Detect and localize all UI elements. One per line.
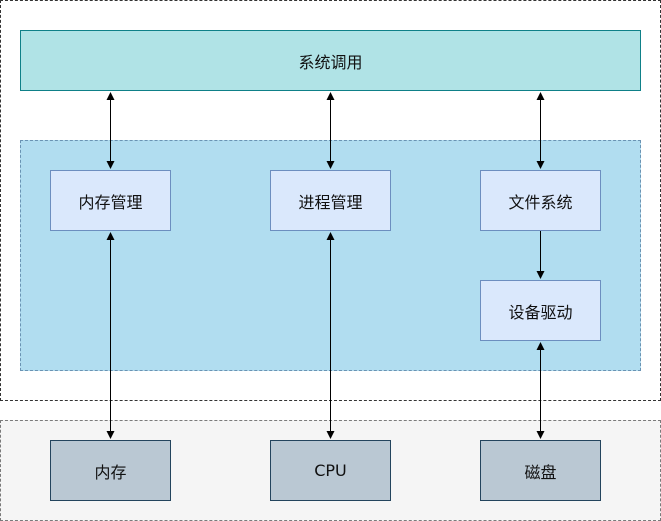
device-driver-node: 设备驱动 <box>480 280 601 341</box>
cpu-hardware-node: CPU <box>270 440 391 501</box>
memory-management-node: 内存管理 <box>50 170 171 231</box>
syscall-node: 系统调用 <box>20 30 641 91</box>
file-system-node: 文件系统 <box>480 170 601 231</box>
cpu-hardware-label: CPU <box>314 461 347 480</box>
syscall-label: 系统调用 <box>298 52 363 72</box>
memory-hardware-node: 内存 <box>50 440 171 501</box>
process-management-node: 进程管理 <box>270 170 391 231</box>
disk-hardware-label: 磁盘 <box>524 462 557 482</box>
device-driver-label: 设备驱动 <box>508 302 573 322</box>
file-system-label: 文件系统 <box>508 192 573 212</box>
memory-management-label: 内存管理 <box>78 192 143 212</box>
disk-hardware-node: 磁盘 <box>480 440 601 501</box>
process-management-label: 进程管理 <box>298 192 363 212</box>
memory-hardware-label: 内存 <box>94 462 127 482</box>
